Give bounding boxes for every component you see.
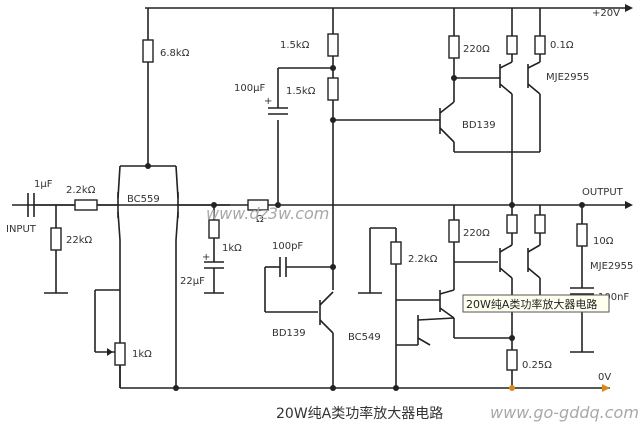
q-bc559-label: BC559 — [127, 194, 160, 205]
input-label: INPUT — [6, 224, 37, 235]
q-mje2955-bottom-label: MJE2955 — [590, 261, 633, 272]
ground-arrow — [602, 384, 610, 392]
r-1k5-a-label: 1.5kΩ — [280, 40, 310, 51]
potentiometer-1k — [114, 342, 126, 366]
resistor-1k5-a — [327, 33, 339, 57]
resistor-0r25 — [506, 349, 518, 371]
c-1u-label: 1µF — [34, 179, 53, 190]
resistor-0r1-bottom-b — [534, 214, 546, 234]
supply-arrow — [625, 4, 633, 12]
watermark-bottom: www.go-gddq.com — [490, 403, 639, 422]
c-100u-label: 100µF — [234, 83, 265, 94]
resistor-1k5-b — [327, 77, 339, 101]
resistor-6k8 — [142, 39, 154, 63]
tooltip-text: 20W纯A类功率放大器电路 — [466, 297, 597, 311]
resistor-feedback — [247, 199, 269, 211]
c-100n-label: 100nF — [598, 292, 629, 303]
r-1k5-b-label: 1.5kΩ — [286, 86, 316, 97]
r-1k-fb-label: 1kΩ — [222, 243, 242, 254]
supply-pos-label: +20V — [592, 8, 620, 19]
r-01-top-label: 0.1Ω — [550, 40, 574, 51]
r-2k2-input-label: 2.2kΩ — [66, 185, 96, 196]
resistor-220-top — [448, 35, 460, 59]
c-22u-label: 22µF — [180, 276, 205, 287]
output-label: OUTPUT — [582, 187, 624, 198]
resistor-0r1-top-a — [506, 35, 518, 55]
resistor-0r1-bottom-a — [506, 214, 518, 234]
pot-1k-label: 1kΩ — [132, 349, 152, 360]
resistor-0r1-top-b — [534, 35, 546, 55]
svg-text:+: + — [202, 252, 210, 263]
watermark-top: www.dz3w.com — [206, 204, 329, 223]
r-fb-label: Ω — [256, 214, 264, 225]
resistor-2k2-bias — [390, 241, 402, 265]
resistor-10 — [576, 223, 588, 247]
q-bd139-bottom-label: BD139 — [272, 328, 306, 339]
caption: 20W纯A类功率放大器电路 — [276, 405, 443, 422]
c-100p-label: 100pF — [272, 241, 303, 252]
q-mje2955-top-label: MJE2955 — [546, 72, 589, 83]
svg-text:+: + — [264, 96, 272, 107]
resistor-22k — [50, 227, 62, 251]
output-arrow — [625, 201, 633, 209]
r-10-label: 10Ω — [593, 236, 614, 247]
r-22k-label: 22kΩ — [66, 235, 93, 246]
r-220-top-label: 220Ω — [463, 44, 490, 55]
r-2k2-bias-label: 2.2kΩ — [408, 254, 438, 265]
q-bd139-top-label: BD139 — [462, 120, 496, 131]
tooltip-box — [462, 294, 610, 313]
q-bc549-label: BC549 — [348, 332, 381, 343]
resistor-2k2-input — [74, 199, 98, 211]
supply-zero-label: 0V — [598, 372, 611, 383]
resistor-220-bottom — [448, 219, 460, 243]
r-6k8-label: 6.8kΩ — [160, 48, 190, 59]
r-220-bottom-label: 220Ω — [463, 228, 490, 239]
r-025-label: 0.25Ω — [522, 360, 552, 371]
